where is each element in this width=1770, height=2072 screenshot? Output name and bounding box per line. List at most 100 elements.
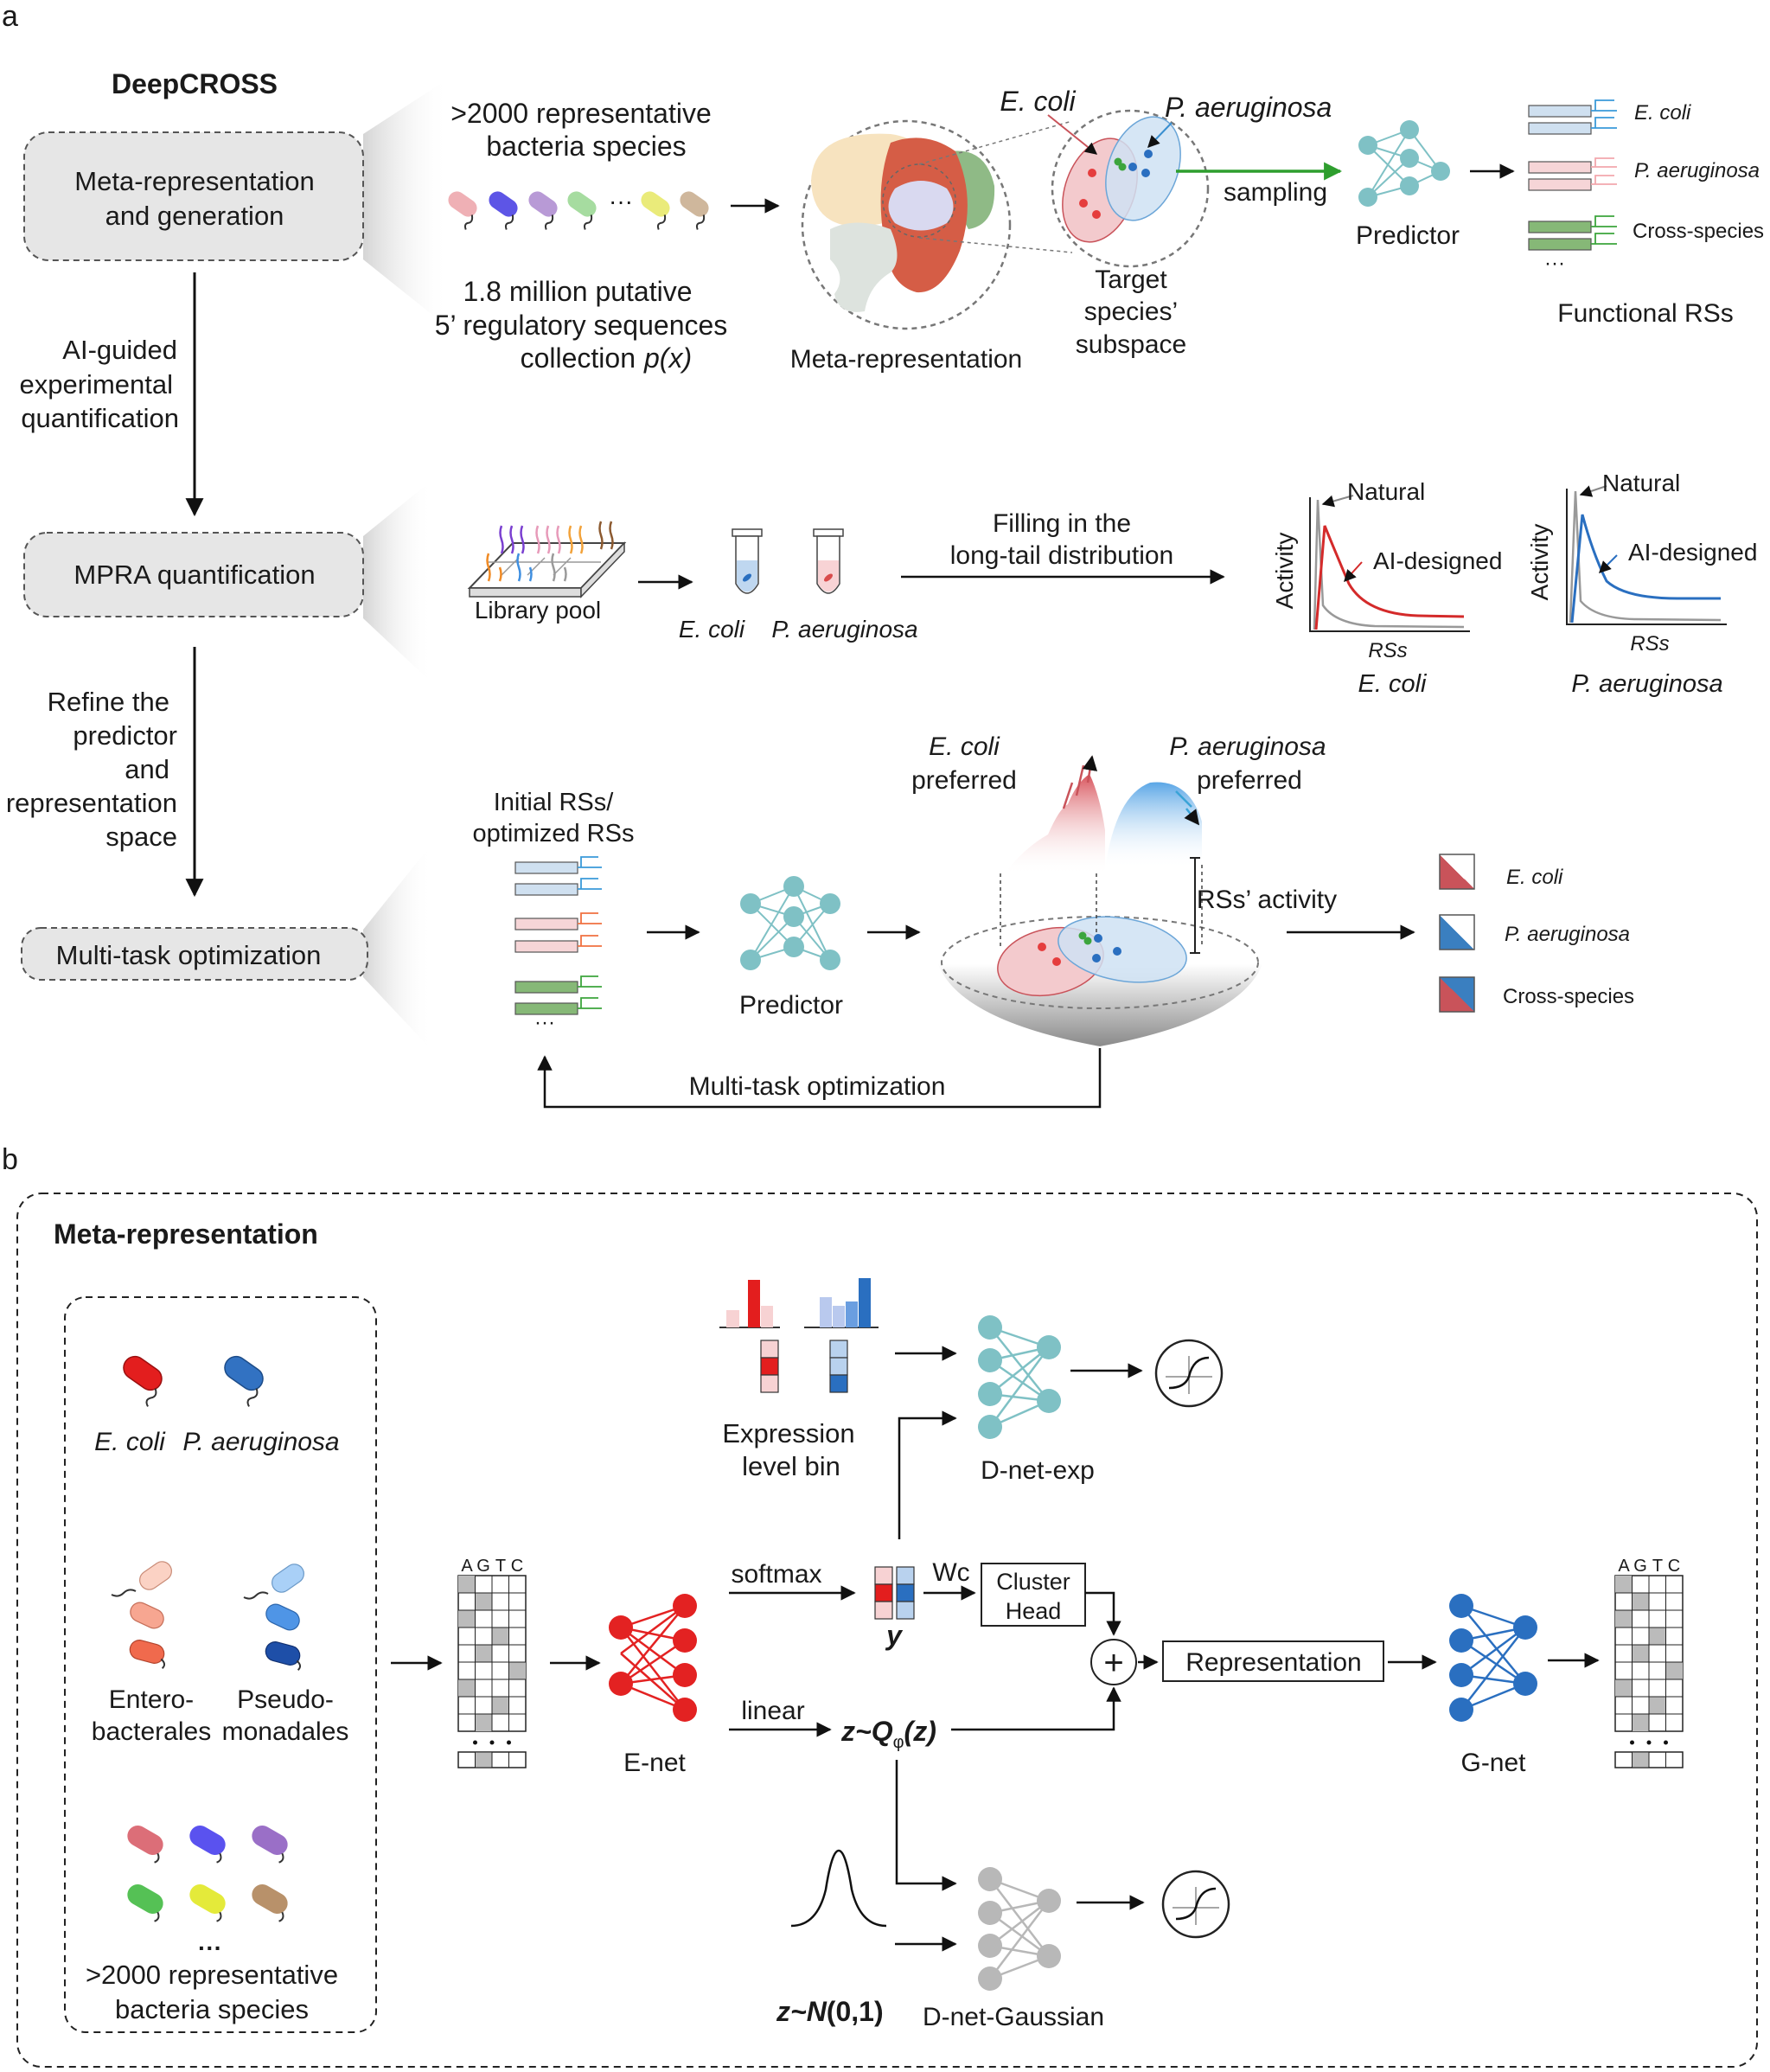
plot2-natural: Natural <box>1602 470 1680 496</box>
dnet-gauss-network <box>978 1867 1061 1991</box>
predictor-network-2 <box>740 876 840 970</box>
activity-plot-paeru <box>1566 485 1727 625</box>
species-box <box>64 1296 377 2033</box>
representation-box <box>1162 1640 1384 1682</box>
enet-network <box>609 1594 697 1722</box>
row1-sampling: sampling <box>1224 178 1327 207</box>
z-n: z~ <box>776 1996 807 2027</box>
cluster-head-box <box>981 1563 1086 1627</box>
step-mpra-box <box>23 532 364 617</box>
zoom-line-top <box>918 120 1073 165</box>
row1-predictor: Predictor <box>1356 221 1460 250</box>
row1-seqs-l2: 5’ regulatory sequences <box>435 310 728 341</box>
row3-paeru-pref-l1: P. aeruginosa <box>1169 732 1326 761</box>
gaussian-curve <box>790 1849 887 1928</box>
y-label: y <box>885 1620 904 1651</box>
phi: φ <box>893 1733 904 1752</box>
panel-b-label: b <box>2 1143 18 1176</box>
dnet-gauss-label: D-net-Gaussian <box>923 2003 1104 2031</box>
tube-paeru <box>813 528 844 594</box>
row2-paeru: P. aeruginosa <box>771 616 917 643</box>
plot2-ai: AI-designed <box>1628 539 1757 566</box>
step-meta-box <box>23 131 364 261</box>
gnet-network <box>1449 1594 1537 1722</box>
step-mto-box <box>21 927 368 981</box>
b-z-to-dgauss <box>895 1760 957 1891</box>
row3-ecoli-pref-l1: E. coli <box>929 732 1000 761</box>
agtc-out-a: A <box>1618 1557 1630 1576</box>
b-dots: ··· <box>198 1935 222 1961</box>
library-pool-plate <box>467 521 627 598</box>
rs-ecoli: E. coli <box>1634 101 1691 125</box>
b-y-to-dexp <box>898 1410 957 1539</box>
cluster-head-l2: Head <box>1006 1598 1062 1624</box>
row1-bacteria <box>448 191 709 230</box>
row1-species-l1: >2000 representative <box>450 98 712 129</box>
row1-meta-label: Meta-representation <box>790 345 1022 374</box>
row3-predictor: Predictor <box>739 991 843 1020</box>
side-ai-l2: experimental <box>20 369 173 400</box>
b-pseudo-l2: monadales <box>222 1717 349 1746</box>
expression-bins <box>719 1278 879 1393</box>
cluster-head-l1: Cluster <box>996 1569 1070 1595</box>
step-meta-line2: and generation <box>105 201 284 231</box>
row2-filling-l2: long-tail distribution <box>950 541 1173 570</box>
b-pseudo-l1: Pseudo- <box>237 1685 334 1714</box>
side-ai-guided: AI-guided experimental quantification <box>20 335 179 433</box>
species-bacteria <box>111 1355 304 1922</box>
row1-collection: collection <box>521 342 636 374</box>
plus-sign: + <box>1103 1644 1123 1682</box>
onehot-grid-input <box>457 1575 527 1768</box>
plot1-ai: AI-designed <box>1373 547 1502 574</box>
plot1-title: E. coli <box>1358 670 1428 698</box>
side-ai-l1: AI-guided <box>62 335 177 365</box>
row1-species-l2: bacteria species <box>486 131 686 162</box>
rs-cross: Cross-species <box>1633 220 1764 243</box>
row1-px: p(x) <box>643 342 692 374</box>
row1-target-l2: species’ <box>1084 297 1178 326</box>
z-q: z~Q <box>840 1716 893 1747</box>
onehot-grid-output <box>1614 1575 1684 1768</box>
row1-ecoli-pointer <box>1047 114 1098 155</box>
zoom-line-bottom <box>918 237 1073 253</box>
predictor-network-1 <box>1358 120 1450 207</box>
rs-dots: ··· <box>1544 252 1565 275</box>
z-q-label: z~Qφ(z) <box>840 1716 936 1752</box>
side-refine-l4: representation <box>6 788 177 818</box>
plot1-rss: RSs <box>1368 639 1407 662</box>
sigmoid-icon-exp <box>1154 1339 1224 1408</box>
row2-filling-l1: Filling in the <box>993 509 1131 538</box>
step-mpra-label: MPRA quantification <box>73 560 315 590</box>
tube-ecoli <box>732 528 763 594</box>
row3-legend <box>1439 854 1475 1013</box>
row2-library: Library pool <box>475 597 601 624</box>
representation-label: Representation <box>1185 1648 1361 1677</box>
side-refine-l5: space <box>105 822 177 852</box>
expr-bin-l1: Expression <box>722 1418 854 1448</box>
b-species-l1: >2000 representative <box>86 1960 338 1990</box>
linear-label: linear <box>741 1697 804 1725</box>
fan-meta <box>363 78 450 329</box>
legend-paeru: P. aeruginosa <box>1505 923 1630 946</box>
row1-ecoli: E. coli <box>1000 86 1076 117</box>
plot2-title: P. aeruginosa <box>1571 670 1722 698</box>
z-n-label: z~N(0,1) <box>776 1996 884 2027</box>
functional-rs-glyphs <box>1528 99 1617 251</box>
b-entero-l1: Entero- <box>109 1685 194 1714</box>
sigmoid-icon-gauss <box>1161 1870 1230 1939</box>
softmax-label: softmax <box>731 1560 821 1589</box>
target-subspace <box>1051 109 1210 268</box>
n-letter: N <box>807 1996 827 2027</box>
row3-initial-l1: Initial RSs/ <box>494 789 615 816</box>
plus-circle <box>1090 1639 1137 1685</box>
z-n-tail: (0,1) <box>827 1996 884 2027</box>
agtc-out-t: T <box>1652 1557 1663 1576</box>
row1-target-l1: Target <box>1095 265 1167 294</box>
agtc-in-g: G <box>476 1557 490 1576</box>
row1-dots: ··· <box>609 188 633 214</box>
legend-ecoli: E. coli <box>1506 866 1563 889</box>
panel-b-title: Meta-representation <box>54 1218 318 1250</box>
row1-target-l3: subspace <box>1076 330 1186 359</box>
row1-functional: Functional RSs <box>1557 299 1733 328</box>
side-refine-l2: predictor <box>73 720 177 751</box>
